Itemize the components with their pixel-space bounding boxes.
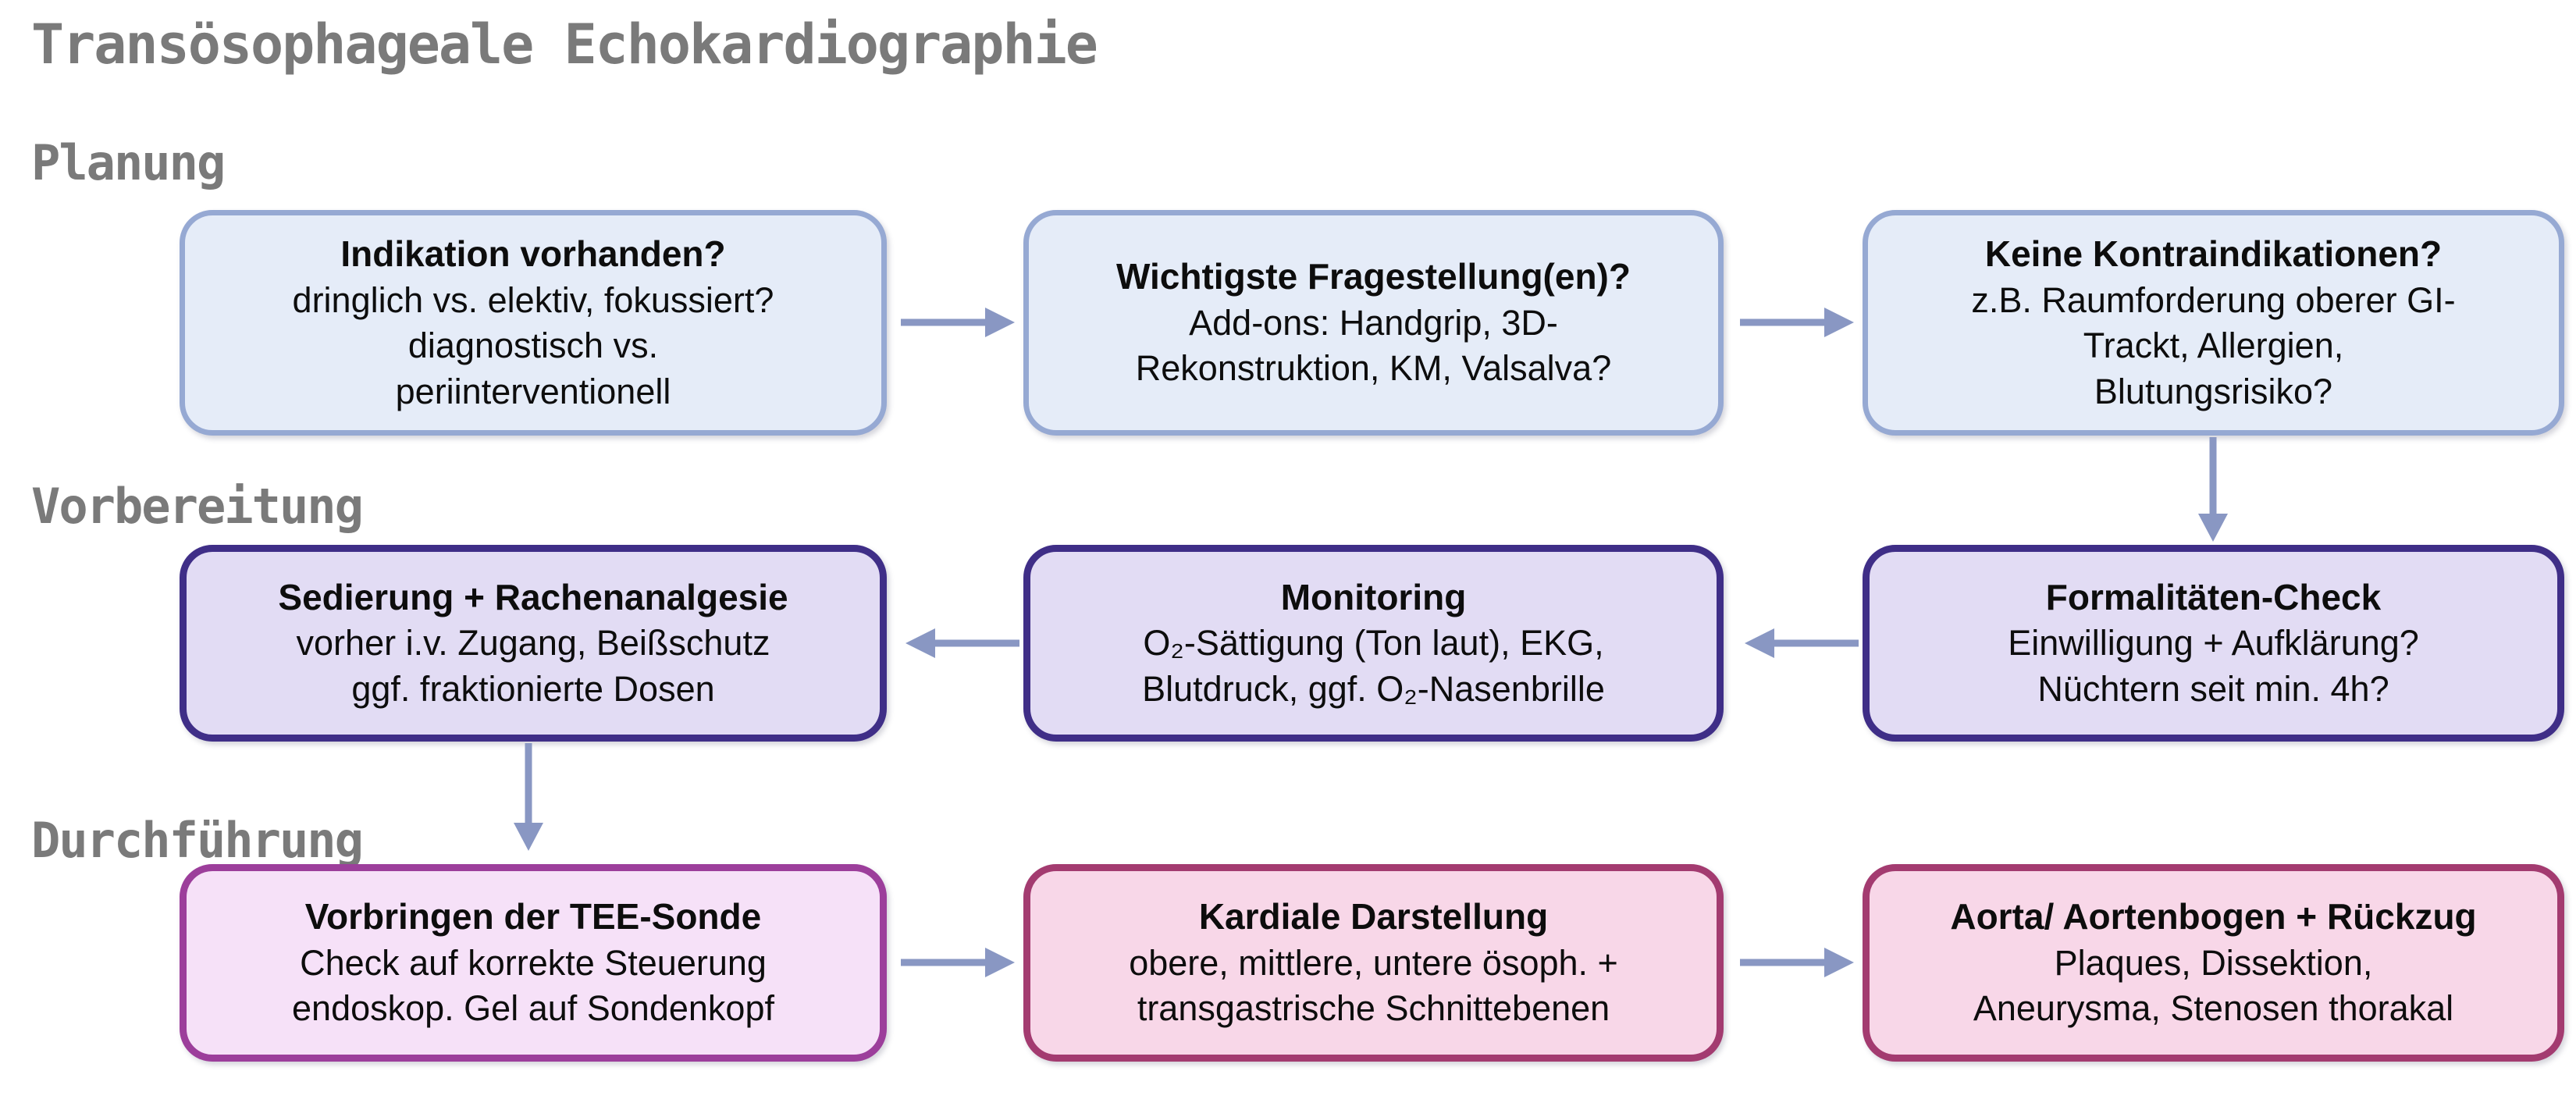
section-label-durchfuehrung: Durchführung (31, 812, 364, 869)
box-kontraindikationen-body: z.B. Raumforderung oberer GI- Trackt, Al… (1971, 279, 2456, 411)
box-aorta-body: Plaques, Dissektion, Aneurysma, Stenosen… (1973, 942, 2454, 1029)
section-label-vorbereitung: Vorbereitung (31, 478, 364, 535)
arrow-down-icon-to-formalitaeten (2198, 437, 2228, 542)
box-formalitaeten: Formalitäten-Check Einwilligung + Aufklä… (1863, 545, 2564, 742)
box-kardial: Kardiale Darstellung obere, mittlere, un… (1023, 864, 1724, 1062)
box-fragestellung: Wichtigste Fragestellung(en)? Add-ons: H… (1023, 210, 1724, 436)
box-kardial-title: Kardiale Darstellung (1198, 896, 1549, 937)
box-sedierung-body: vorher i.v. Zugang, Beißschutz ggf. frak… (296, 623, 770, 709)
box-monitoring: Monitoring O₂-Sättigung (Ton laut), EKG,… (1023, 545, 1724, 742)
box-fragestellung-title: Wichtigste Fragestellung(en)? (1116, 256, 1631, 297)
box-indikation-body: dringlich vs. elektiv, fokussiert? diagn… (292, 279, 774, 411)
box-kardial-body: obere, mittlere, untere ösoph. + transga… (1129, 942, 1618, 1029)
arrow-right-icon-durchfuehrung-1 (901, 948, 1015, 977)
box-sonde: Vorbringen der TEE-Sonde Check auf korre… (180, 864, 887, 1062)
box-indikation-title: Indikation vorhanden? (340, 233, 726, 274)
arrow-right-icon-planung-1 (901, 308, 1015, 337)
box-formalitaeten-body: Einwilligung + Aufklärung? Nüchtern seit… (2008, 623, 2419, 709)
page-title: Transösophageale Echokardiographie (31, 12, 1098, 76)
arrow-left-icon-vorbereitung-1 (906, 628, 1019, 658)
section-label-planung: Planung (31, 134, 226, 191)
box-monitoring-title: Monitoring (1280, 576, 1467, 617)
box-sedierung-title: Sedierung + Rachenanalgesie (278, 576, 788, 617)
box-monitoring-body: O₂-Sättigung (Ton laut), EKG, Blutdruck,… (1142, 623, 1605, 709)
arrow-left-icon-vorbereitung-2 (1745, 628, 1859, 658)
box-aorta: Aorta/ Aortenbogen + Rückzug Plaques, Di… (1863, 864, 2564, 1062)
box-aorta-title: Aorta/ Aortenbogen + Rückzug (1950, 896, 2477, 937)
box-fragestellung-body: Add-ons: Handgrip, 3D- Rekonstruktion, K… (1135, 302, 1612, 389)
box-sonde-body: Check auf korrekte Steuerung endoskop. G… (292, 942, 774, 1029)
box-indikation: Indikation vorhanden? dringlich vs. elek… (180, 210, 887, 436)
arrow-right-icon-planung-2 (1740, 308, 1854, 337)
box-sonde-title: Vorbringen der TEE-Sonde (304, 896, 762, 937)
arrow-down-icon-to-sonde (514, 743, 543, 851)
arrow-right-icon-durchfuehrung-2 (1740, 948, 1854, 977)
box-sedierung: Sedierung + Rachenanalgesie vorher i.v. … (180, 545, 887, 742)
box-kontraindikationen-title: Keine Kontraindikationen? (1984, 233, 2443, 274)
box-kontraindikationen: Keine Kontraindikationen? z.B. Raumforde… (1863, 210, 2564, 436)
box-formalitaeten-title: Formalitäten-Check (2045, 576, 2382, 617)
